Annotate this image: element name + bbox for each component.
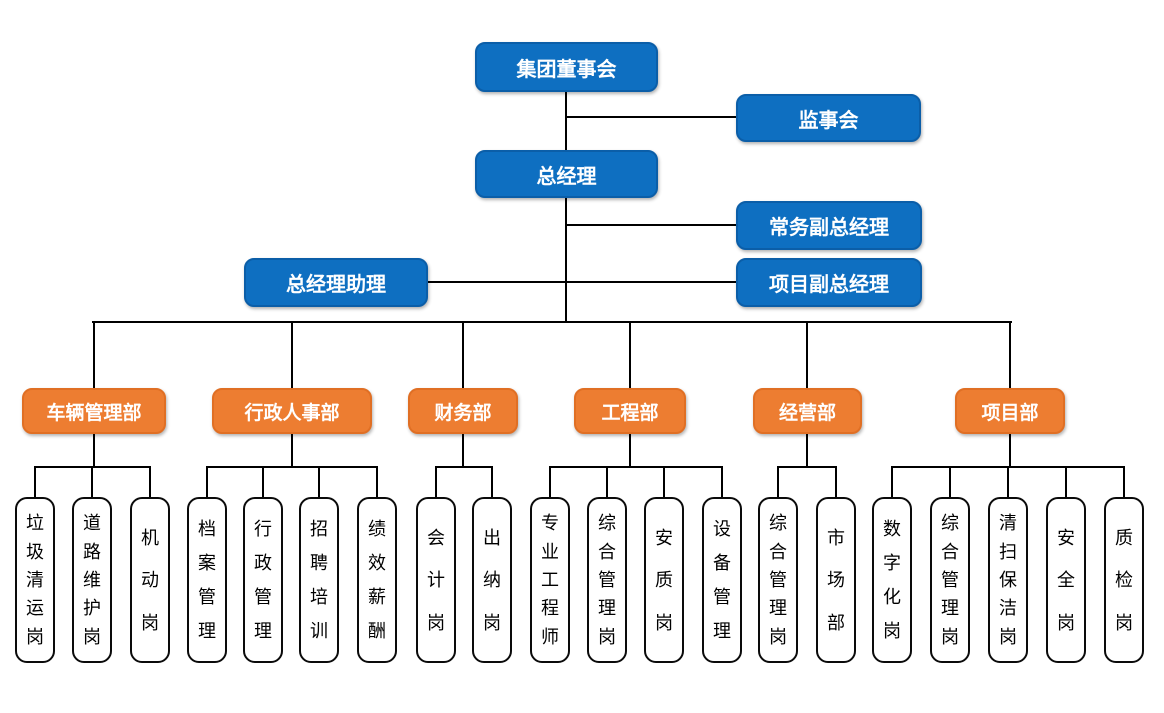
- position-performance-payroll: 绩效薪酬: [357, 497, 397, 663]
- position-professional-engineer: 专业工程师: [530, 497, 570, 663]
- connector-line: [435, 466, 437, 497]
- department-finance: 财务部: [408, 388, 518, 434]
- connector-line: [777, 466, 779, 497]
- connector-line: [1065, 466, 1067, 497]
- position-road-maintenance: 道路维护岗: [72, 497, 112, 663]
- connector-line: [376, 466, 378, 497]
- connector-line: [565, 224, 738, 226]
- connector-line: [462, 433, 464, 468]
- connector-line: [565, 198, 567, 323]
- position-general-management-eng: 综合管理岗: [587, 497, 627, 663]
- position-equipment-management: 设备管理: [702, 497, 742, 663]
- connector-line: [206, 466, 208, 497]
- connector-line: [427, 281, 738, 283]
- position-general-management-proj: 综合管理岗: [930, 497, 970, 663]
- department-admin-hr: 行政人事部: [212, 388, 372, 434]
- node-executive-deputy-gm: 常务副总经理: [736, 201, 922, 250]
- position-safety-quality: 安质岗: [644, 497, 684, 663]
- department-engineering: 工程部: [574, 388, 686, 434]
- position-garbage-removal: 垃圾清运岗: [15, 497, 55, 663]
- position-digitalization: 数字化岗: [872, 497, 912, 663]
- connector-line: [91, 466, 93, 497]
- connector-line: [806, 321, 808, 388]
- position-quality-inspection: 质检岗: [1104, 497, 1144, 663]
- connector-line: [462, 321, 464, 388]
- position-cashier: 出纳岗: [472, 497, 512, 663]
- connector-line: [34, 466, 36, 497]
- node-group-board: 集团董事会: [475, 42, 658, 92]
- node-gm-assistant: 总经理助理: [244, 258, 428, 307]
- connector-line: [435, 466, 493, 468]
- position-mobile-duty: 机动岗: [130, 497, 170, 663]
- connector-line: [93, 321, 95, 388]
- department-operations: 经营部: [753, 388, 862, 434]
- connector-line: [806, 433, 808, 468]
- connector-line: [318, 466, 320, 497]
- connector-line: [1007, 466, 1009, 497]
- node-general-manager: 总经理: [475, 150, 658, 198]
- connector-line: [93, 433, 95, 468]
- position-safety: 安全岗: [1046, 497, 1086, 663]
- node-project-deputy-gm: 项目副总经理: [736, 258, 922, 307]
- connector-line: [891, 466, 893, 497]
- connector-line: [1009, 433, 1011, 468]
- position-market: 市场部: [816, 497, 856, 663]
- connector-line: [92, 321, 1012, 323]
- connector-line: [663, 466, 665, 497]
- node-supervisory-board: 监事会: [736, 94, 921, 142]
- position-sweeping-cleaning: 清扫保洁岗: [988, 497, 1028, 663]
- connector-line: [949, 466, 951, 497]
- department-project: 项目部: [955, 388, 1065, 434]
- connector-line: [721, 466, 723, 497]
- position-general-management-ops: 综合管理岗: [758, 497, 798, 663]
- connector-line: [835, 466, 837, 497]
- connector-line: [629, 433, 631, 468]
- connector-line: [149, 466, 151, 497]
- connector-line: [291, 321, 293, 388]
- connector-line: [606, 466, 608, 497]
- position-recruit-training: 招聘培训: [299, 497, 339, 663]
- connector-line: [1123, 466, 1125, 497]
- connector-line: [206, 466, 378, 468]
- connector-line: [491, 466, 493, 497]
- connector-line: [565, 92, 567, 150]
- connector-line: [262, 466, 264, 497]
- connector-line: [34, 466, 151, 468]
- connector-line: [629, 321, 631, 388]
- connector-line: [549, 466, 551, 497]
- position-admin-management: 行政管理: [243, 497, 283, 663]
- connector-line: [549, 466, 723, 468]
- connector-line: [777, 466, 837, 468]
- position-archives-management: 档案管理: [187, 497, 227, 663]
- position-accounting: 会计岗: [416, 497, 456, 663]
- connector-line: [291, 433, 293, 468]
- department-vehicle-management: 车辆管理部: [22, 388, 166, 434]
- connector-line: [565, 116, 738, 118]
- connector-line: [1009, 321, 1011, 388]
- connector-line: [891, 466, 1125, 468]
